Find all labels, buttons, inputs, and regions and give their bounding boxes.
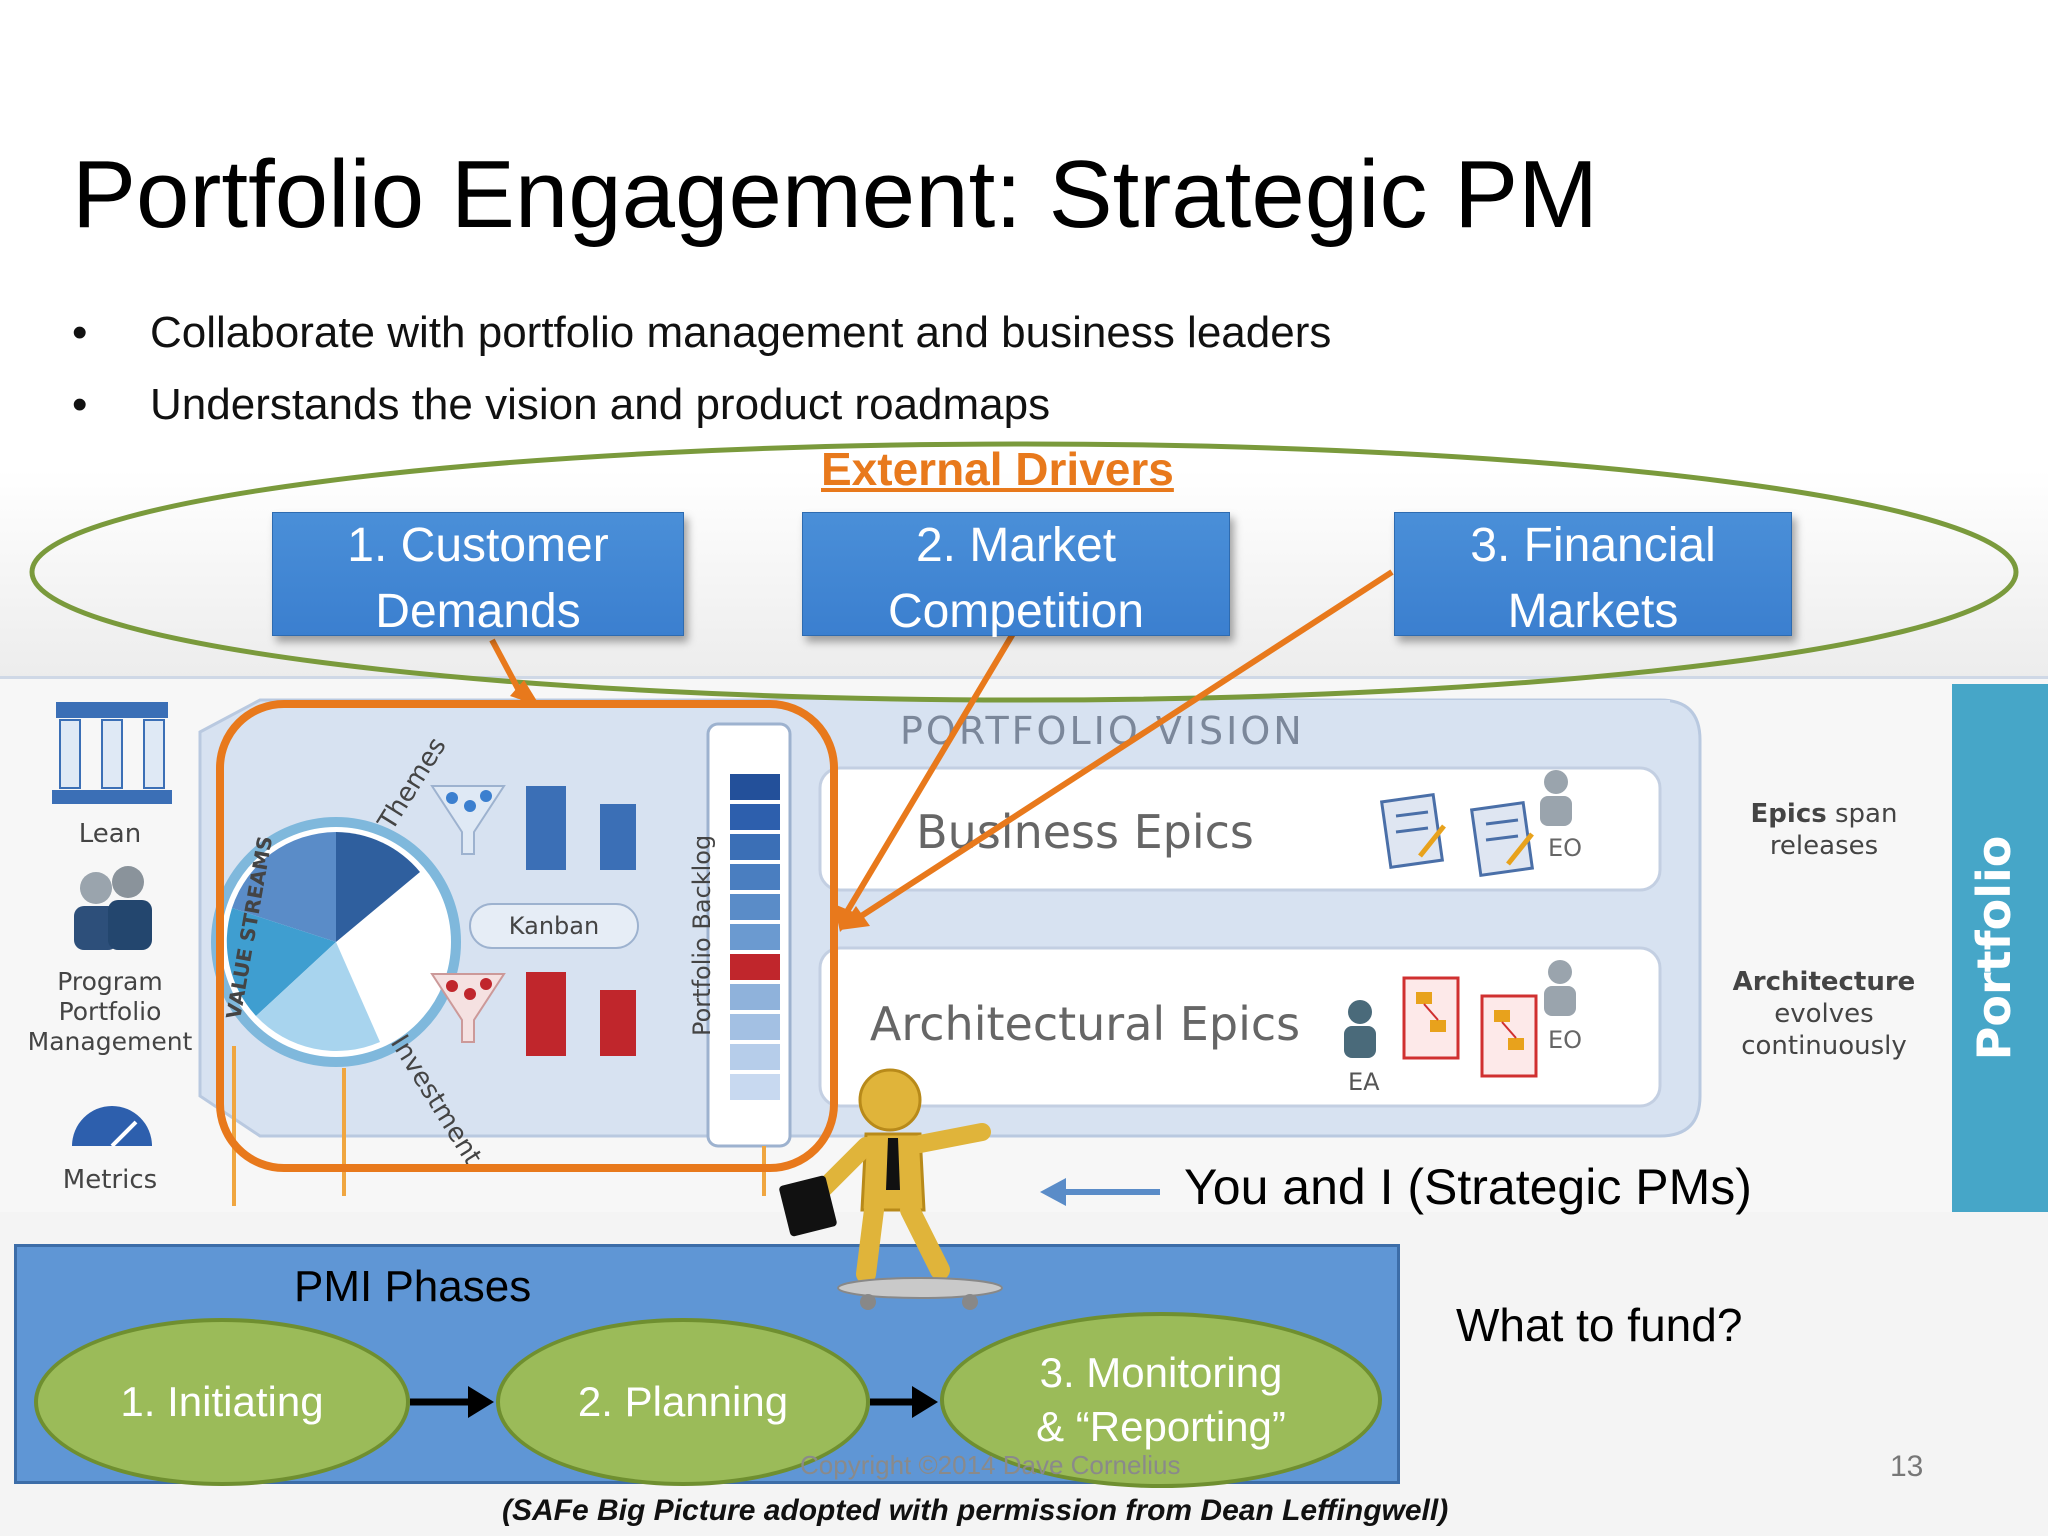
wheel-slice (226, 908, 336, 1016)
driver-label-line: Competition (887, 585, 1145, 638)
external-drivers-heading: External Drivers (821, 443, 1174, 495)
program-portfolio-label-line: Portfolio (59, 997, 162, 1026)
external-drivers-ellipse (29, 441, 2019, 703)
phase-label: & “Reporting” (1036, 1403, 1286, 1450)
wheel-slice (256, 942, 380, 1051)
ea-label: EA (1348, 1068, 1380, 1096)
arrowhead-icon (834, 904, 858, 932)
source-credit: (SAFe Big Picture adopted with permissio… (502, 1494, 1449, 1527)
kanban-label: Kanban (509, 912, 599, 940)
arrowhead-icon (912, 1386, 938, 1418)
program-portfolio-label-line: Management (28, 1027, 193, 1056)
driver-label-line: 1. Customer (347, 519, 609, 572)
architecture-document-icon (1402, 976, 1460, 1060)
bullet-text: Understands the vision and product roadm… (150, 380, 1051, 429)
arrowhead-icon (510, 680, 540, 706)
driver-label-line: Markets (1507, 585, 1679, 638)
eo-label: EO (1548, 1026, 1582, 1054)
epics-span-caption-line2: releases (1770, 831, 1878, 861)
business-epics-lane (818, 766, 1662, 892)
epics-span-caption: Epics span (1751, 799, 1898, 829)
portfolio-highlight-frame (216, 700, 838, 1172)
enterprise-architect-icon (1344, 1000, 1376, 1058)
phase-label: 3. Monitoring (1039, 1349, 1283, 1396)
driver-label-line: Demands (375, 585, 581, 638)
business-mini-backlog (526, 786, 636, 870)
metrics-gauge-icon (72, 1106, 152, 1148)
eo-label: EO (1548, 834, 1582, 862)
bullet-text: Collaborate with portfolio management an… (150, 308, 1332, 357)
document-icon (1379, 793, 1446, 869)
architecture-mini-backlog (526, 972, 636, 1056)
portfolio-side-label: Portfolio (1967, 836, 2021, 1061)
arrowhead-icon (1040, 1178, 1066, 1206)
architecture-caption: Architecture (1733, 967, 1916, 997)
phase-initiating: 1. Initiating (34, 1318, 410, 1486)
driver-label-line: 2. Market (915, 519, 1117, 572)
bullet-item: • Collaborate with portfolio management a… (72, 308, 1331, 358)
strategic-pm-label: You and I (Strategic PMs) (1184, 1159, 1752, 1215)
driver-label-line: 3. Financial (1470, 519, 1716, 572)
bullet-item: • Understands the vision and product road… (72, 380, 1050, 430)
bullet-dot: • (72, 308, 88, 357)
epic-owner-icon (1540, 770, 1572, 826)
architectural-epics-label: Architectural Epics (870, 997, 1300, 1051)
business-epics-label: Business Epics (916, 805, 1254, 859)
architecture-document-icon (1480, 994, 1538, 1078)
driver-arrow (850, 569, 1394, 925)
phase-monitoring: 3. Monitoring & “Reporting” (940, 1312, 1382, 1488)
people-icon (74, 866, 152, 950)
portfolio-backlog-label: Portfolio Backlog (688, 835, 716, 1036)
wheel-slice (336, 832, 420, 942)
phase-label: 2. Planning (577, 1378, 789, 1425)
metrics-label: Metrics (63, 1165, 157, 1195)
funnel-icon (430, 973, 506, 1043)
driver-financial-markets: 3. Financial Markets (1394, 512, 1792, 638)
phase-label: 1. Initiating (120, 1378, 324, 1425)
architecture-caption-line2: evolves (1774, 999, 1873, 1029)
architecture-caption-line3: continuously (1741, 1031, 1907, 1061)
phase-arrows (410, 1386, 938, 1418)
bullet-dot: • (72, 380, 88, 429)
funnel-icon (430, 785, 506, 855)
lean-label: Lean (79, 819, 141, 849)
driver-market-competition: 2. Market Competition (802, 512, 1230, 638)
portfolio-side-bar (1952, 684, 2048, 1212)
wheel-slice (232, 832, 336, 942)
driver-customer-demands: 1. Customer Demands (272, 512, 684, 638)
portfolio-backlog-items (730, 774, 780, 1100)
arrowhead-icon (840, 906, 870, 930)
arrowhead-icon (468, 1386, 494, 1418)
kanban-pill (469, 903, 639, 949)
driver-arrow (839, 630, 1017, 922)
skateboarder-figure-icon (779, 1068, 1003, 1310)
epic-owner-icon (1544, 960, 1576, 1016)
what-to-fund-text: What to fund? (1456, 1299, 1743, 1351)
page-number: 13 (1890, 1450, 1924, 1483)
slide-title: Portfolio Engagement: Strategic PM (72, 141, 1599, 248)
lean-house-icon (52, 702, 172, 804)
copyright-text: Copyright ©2014 Dave Cornelius (800, 1450, 1181, 1480)
safe-portfolio-diagram: Portfolio PORTFOLIO VISION Business Epic… (28, 684, 2048, 1212)
program-portfolio-label-line: Program (57, 967, 162, 996)
pmi-phases-title: PMI Phases (294, 1262, 532, 1311)
phase-planning: 2. Planning (496, 1318, 870, 1486)
document-icon (1469, 801, 1535, 877)
